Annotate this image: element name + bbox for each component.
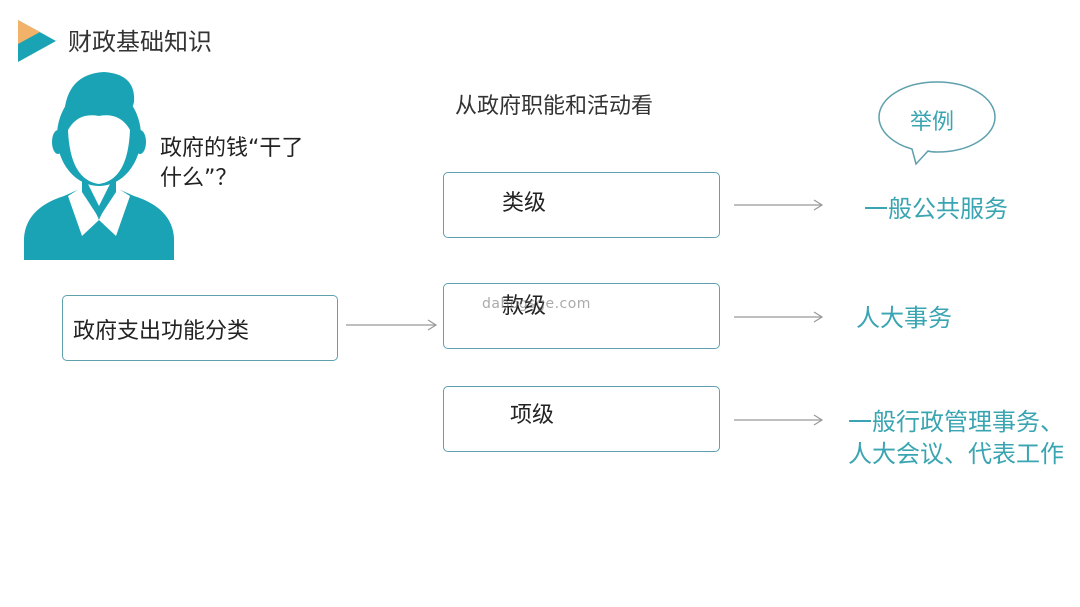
person-avatar-icon — [24, 72, 174, 260]
example-bubble-label: 举例 — [910, 110, 955, 135]
level-box-section: 款级 dabogsge.com — [443, 283, 720, 349]
arrow-level-3-to-example — [734, 414, 824, 426]
arrow-level-1-to-example — [734, 199, 824, 211]
question-text: 政府的钱“干了什么”？ — [160, 136, 304, 191]
example-level-1: 一般公共服务 — [864, 195, 1008, 223]
expenditure-classification-label: 政府支出功能分类 — [73, 319, 250, 344]
expenditure-classification-box: 政府支出功能分类 — [62, 295, 338, 361]
speech-bubble-icon — [878, 81, 996, 166]
arrow-source-to-level — [346, 319, 438, 331]
watermark-text: dabogsge.com — [482, 296, 591, 312]
diagram-subtitle: 从政府职能和活动看 — [455, 94, 654, 119]
example-level-2: 人大事务 — [856, 304, 952, 332]
page-title: 财政基础知识 — [68, 28, 212, 56]
level-box-class: 类级 — [443, 172, 720, 238]
level-label-class: 类级 — [502, 191, 547, 216]
arrow-level-2-to-example — [734, 311, 824, 323]
level-box-item: 项级 — [443, 386, 720, 452]
header-logo-icon — [18, 20, 56, 62]
level-label-section: 款级 — [502, 294, 547, 319]
example-level-3: 一般行政管理事务、人大会议、代表工作 — [848, 408, 1064, 468]
level-label-item: 项级 — [510, 403, 555, 428]
